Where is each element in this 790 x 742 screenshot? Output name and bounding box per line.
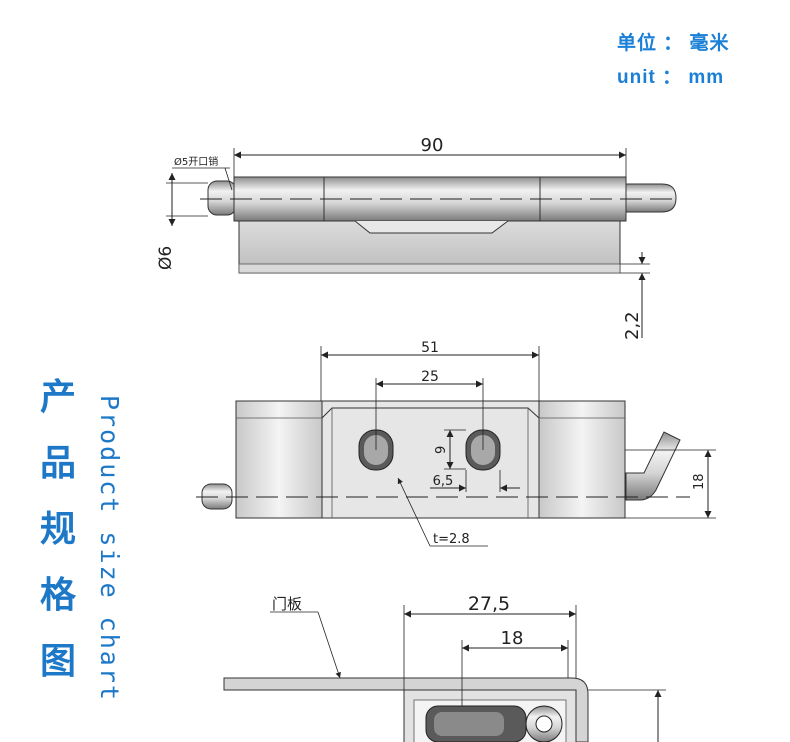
dim-thickness: 2,2 xyxy=(622,311,643,340)
dim-inner-span: 25 xyxy=(421,369,439,385)
side-title-char: 品 xyxy=(39,443,76,484)
plate-thickness-label: t=2.8 xyxy=(433,532,470,547)
dim-outer-span: 51 xyxy=(421,340,439,356)
side-title-cn: 产 品 规 格 图 xyxy=(36,365,80,695)
dim-length: 90 xyxy=(421,135,444,156)
front-view: 51 25 9 6,5 18 t=2.8 xyxy=(196,340,716,547)
dim-slot-width: 6,5 xyxy=(433,474,454,489)
side-title-en: Product size chart xyxy=(95,395,124,702)
side-title-char: 图 xyxy=(39,641,76,682)
dim-pin-diameter: Ø6 xyxy=(156,246,176,270)
section-view: 门板 27,5 18 xyxy=(223,593,666,742)
side-title-char: 规 xyxy=(39,509,76,550)
dim-section-inner: 18 xyxy=(501,628,524,649)
pin-label: Ø5开口销 xyxy=(174,155,218,168)
dim-section-outer: 27,5 xyxy=(468,593,510,615)
unit-label-cn: 单位 ： 毫米 xyxy=(617,33,730,54)
side-title-char: 格 xyxy=(39,575,76,616)
top-view: 90 Ø5开口销 Ø6 2,2 xyxy=(156,135,680,340)
dim-height: 18 xyxy=(692,473,707,490)
unit-label-en: unit ： mm xyxy=(617,67,725,88)
side-title-char: 产 xyxy=(39,377,76,418)
door-panel-label: 门板 xyxy=(272,595,302,613)
dim-slot-height: 9 xyxy=(434,446,449,454)
